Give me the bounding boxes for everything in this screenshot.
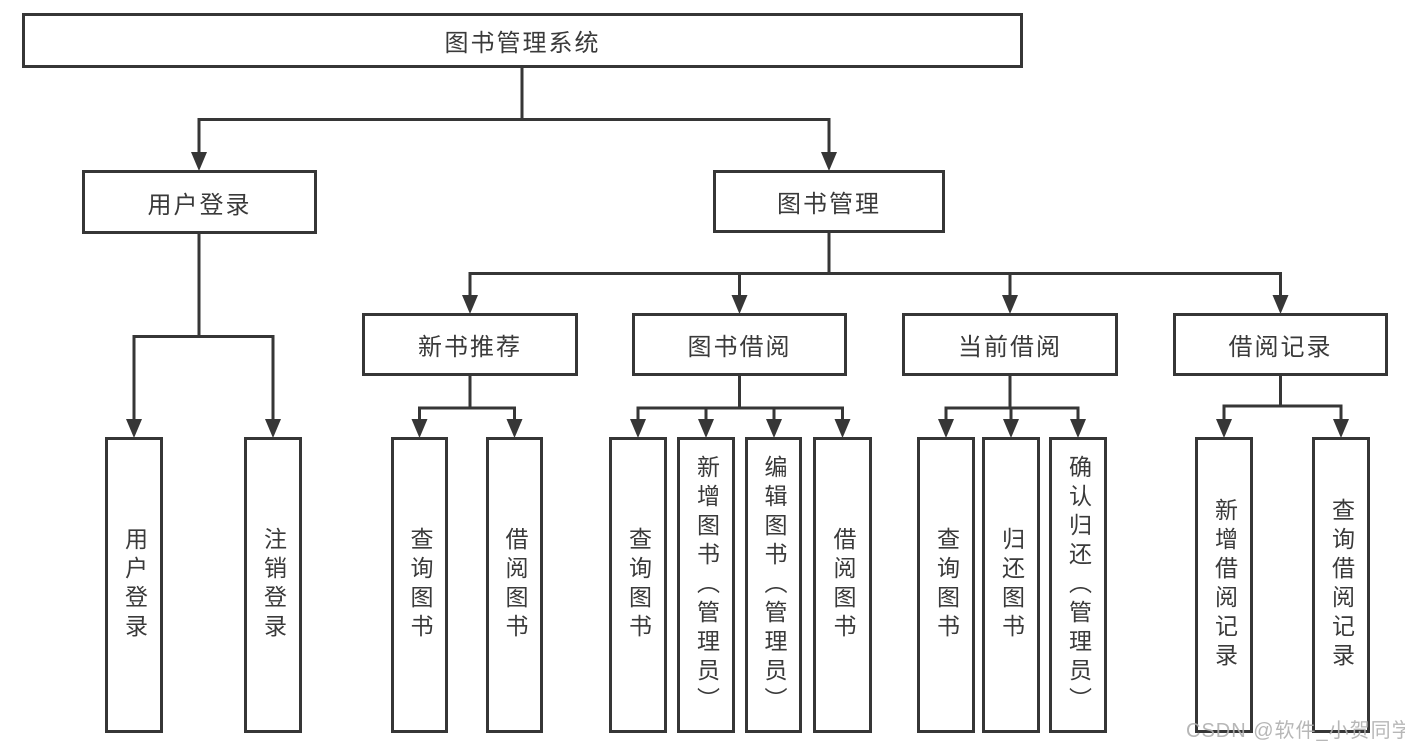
node-label: 新增借阅记录 bbox=[1211, 498, 1238, 672]
node-label: 当前借阅 bbox=[958, 334, 1062, 361]
node-current-borrowing: 当前借阅 bbox=[902, 313, 1118, 376]
node-label: 图书管理系统 bbox=[444, 30, 601, 57]
leaf-logout: 注销登录 bbox=[244, 437, 302, 733]
node-label: 确认归还（管理员） bbox=[1065, 454, 1092, 716]
arrowheads bbox=[126, 152, 1349, 438]
node-library-management-system: 图书管理系统 bbox=[22, 13, 1023, 68]
node-user-login: 用户登录 bbox=[82, 170, 317, 234]
leaf-add-borrow-record: 新增借阅记录 bbox=[1195, 437, 1253, 733]
leaf-borrow-books: 借阅图书 bbox=[813, 437, 872, 733]
node-label: 查询图书 bbox=[625, 527, 652, 643]
leaf-query-books-current: 查询图书 bbox=[917, 437, 975, 733]
leaf-query-books-borrow: 查询图书 bbox=[609, 437, 667, 733]
node-label: 借阅记录 bbox=[1228, 334, 1333, 361]
leaf-confirm-return-admin: 确认归还（管理员） bbox=[1049, 437, 1107, 733]
node-label: 查询图书 bbox=[933, 527, 960, 643]
node-label: 用户登录 bbox=[147, 191, 252, 219]
node-label: 用户登录 bbox=[121, 527, 148, 643]
node-new-book-recommendation: 新书推荐 bbox=[362, 313, 578, 376]
leaf-add-books-admin: 新增图书（管理员） bbox=[677, 437, 735, 733]
csdn-watermark: CSDN @软件_小贺同学 bbox=[1186, 720, 1405, 742]
node-label: 注销登录 bbox=[260, 527, 287, 643]
node-label: 图书借阅 bbox=[687, 334, 792, 361]
node-label: 归还图书 bbox=[998, 527, 1025, 643]
node-book-borrowing: 图书借阅 bbox=[632, 313, 847, 376]
node-label: 查询借阅记录 bbox=[1328, 498, 1355, 672]
node-label: 查询图书 bbox=[407, 527, 433, 643]
node-label: 借阅图书 bbox=[502, 527, 528, 643]
node-label: 新书推荐 bbox=[418, 334, 522, 361]
node-book-management: 图书管理 bbox=[713, 170, 945, 233]
node-borrowing-records: 借阅记录 bbox=[1173, 313, 1388, 376]
leaf-edit-books-admin: 编辑图书（管理员） bbox=[745, 437, 802, 733]
leaf-borrow-books-recommend: 借阅图书 bbox=[486, 437, 543, 733]
node-label: 新增图书（管理员） bbox=[693, 454, 720, 716]
leaf-query-borrow-record: 查询借阅记录 bbox=[1312, 437, 1370, 733]
node-label: 借阅图书 bbox=[830, 527, 856, 643]
node-label: 编辑图书（管理员） bbox=[761, 454, 787, 716]
node-label: 图书管理 bbox=[777, 191, 881, 218]
leaf-return-books: 归还图书 bbox=[982, 437, 1040, 733]
leaf-query-books-recommend: 查询图书 bbox=[391, 437, 448, 733]
leaf-user-login: 用户登录 bbox=[105, 437, 163, 733]
